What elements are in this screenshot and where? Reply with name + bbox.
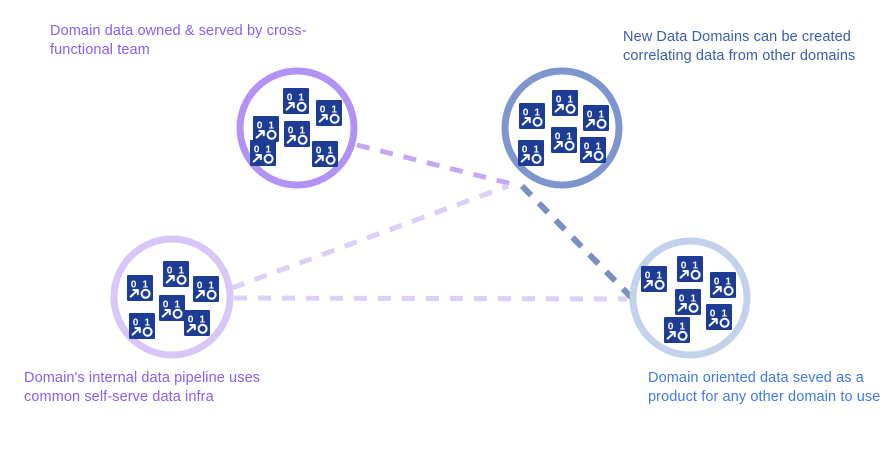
domain-circle-bottom-left-ring — [110, 235, 234, 359]
data-product-icon — [517, 139, 545, 167]
data-product-icon — [640, 265, 668, 293]
data-product-icon — [162, 260, 190, 288]
data-product-icon — [518, 102, 546, 130]
data-product-icon — [674, 288, 702, 316]
data-product-icon — [158, 294, 186, 322]
domain-circle-top-left-ring — [236, 67, 358, 189]
connectors-layer — [231, 142, 636, 302]
data-product-icon — [582, 104, 610, 132]
data-product-icon — [676, 255, 704, 283]
connector-bottom-left-bottom-right — [233, 295, 628, 302]
domain-circle-top-left[interactable] — [236, 67, 358, 189]
data-product-icon — [126, 274, 154, 302]
domain-circle-top-right-ring — [501, 67, 623, 189]
connector-top-right-bottom-right — [519, 183, 636, 302]
domain-circle-bottom-right[interactable] — [629, 237, 751, 359]
data-product-icon — [551, 89, 579, 117]
data-product-icon — [709, 271, 737, 299]
connector-bottom-left-top-right — [231, 183, 509, 291]
data-product-icon — [282, 87, 310, 115]
caption-bottom-left: Domain's internal data pipeline uses com… — [24, 370, 261, 405]
data-product-icon — [192, 275, 220, 303]
domain-circle-bottom-left[interactable] — [110, 235, 234, 359]
data-product-icon — [128, 312, 156, 340]
data-product-icon — [252, 115, 280, 143]
nodes-layer — [110, 67, 751, 359]
data-product-icon — [579, 136, 607, 164]
caption-bottom-right: Domain oriented data seved as a product … — [648, 370, 881, 405]
data-product-icon — [663, 316, 691, 344]
domain-circle-top-right[interactable] — [501, 67, 623, 189]
data-product-icon — [249, 139, 277, 167]
caption-top-left: Domain data owned & served by cross-func… — [50, 23, 307, 58]
data-product-icon — [183, 309, 211, 337]
data-product-icon — [550, 126, 578, 154]
data-product-icon — [315, 99, 343, 127]
data-product-icon — [311, 140, 339, 168]
domain-circle-bottom-right-ring — [629, 237, 751, 359]
caption-top-right: New Data Domains can be created correlat… — [623, 29, 856, 64]
data-product-icon — [283, 120, 311, 148]
connector-top-left-top-right — [356, 142, 513, 187]
data-product-icon — [705, 303, 733, 331]
